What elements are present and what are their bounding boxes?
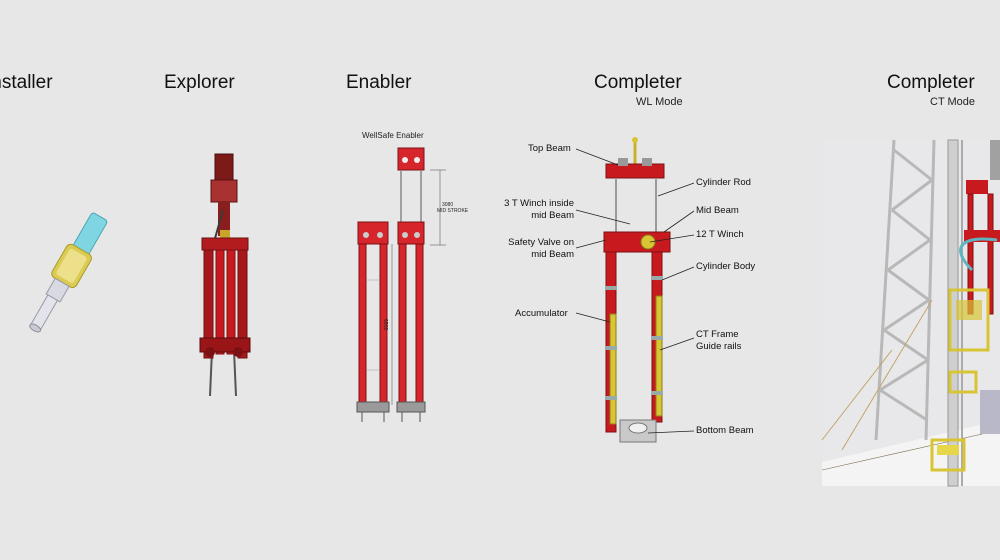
label-3t-winch: 3 T Winch inside mid Beam bbox=[498, 198, 574, 222]
label-12t-winch: 12 T Winch bbox=[696, 229, 744, 240]
label-top-beam: Top Beam bbox=[528, 143, 571, 154]
label-cylinder-rod: Cylinder Rod bbox=[696, 177, 751, 188]
completer-wl-mode: WL Mode bbox=[636, 96, 683, 108]
enabler-dim-stroke-value: 3080 bbox=[442, 202, 453, 208]
label-bottom-beam: Bottom Beam bbox=[696, 425, 754, 436]
enabler-dim-stroke-label: MID STROKE bbox=[437, 208, 469, 214]
explorer-image bbox=[199, 153, 251, 397]
label-3t-winch-line1: 3 T Winch inside bbox=[504, 198, 574, 209]
completer-ct-mode: CT Mode bbox=[930, 96, 976, 108]
label-3t-winch-line2: mid Beam bbox=[531, 210, 574, 221]
enabler-title: Enabler bbox=[346, 72, 412, 93]
label-cylinder-body: Cylinder Body bbox=[696, 261, 756, 272]
completer-ct-title: Completer bbox=[887, 72, 975, 93]
completer-wl-drawing bbox=[603, 137, 671, 443]
enabler-dim-height-value: 8015 bbox=[384, 319, 390, 330]
completer-wl-title: Completer bbox=[594, 72, 682, 93]
enabler-caption: WellSafe Enabler bbox=[362, 131, 424, 140]
installer-title: Installer bbox=[0, 72, 53, 93]
label-mid-beam: Mid Beam bbox=[696, 205, 739, 216]
explorer-title: Explorer bbox=[164, 72, 235, 93]
completer-ct-image bbox=[821, 139, 1000, 487]
label-safety-valve: Safety Valve on mid Beam bbox=[498, 237, 574, 261]
label-accumulator: Accumulator bbox=[515, 308, 568, 319]
enabler-drawing: 3080 MID STROKE 8015 bbox=[356, 147, 469, 422]
label-ct-frame-line2: Guide rails bbox=[696, 341, 742, 352]
label-ct-frame: CT Frame Guide rails bbox=[696, 329, 741, 353]
label-ct-frame-line1: CT Frame bbox=[696, 329, 739, 340]
label-safety-valve-line2: mid Beam bbox=[531, 249, 574, 260]
label-safety-valve-line1: Safety Valve on bbox=[508, 237, 574, 248]
installer-tool-image bbox=[29, 212, 108, 333]
